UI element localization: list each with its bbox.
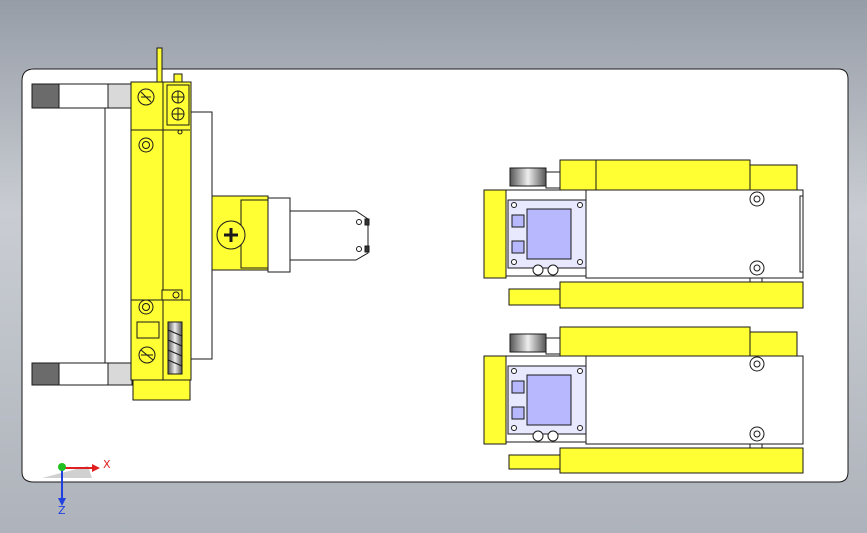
sensor-module-top[interactable] — [483, 159, 804, 309]
spring-icon — [509, 333, 547, 353]
z-axis-arrow-icon — [58, 498, 66, 506]
sensor-module-bottom[interactable] — [483, 326, 804, 474]
y-axis-sphere-icon — [58, 463, 66, 471]
x-axis-arrow-icon — [92, 464, 100, 472]
left-clamp-assembly[interactable] — [31, 47, 370, 401]
spring-icon — [167, 321, 183, 375]
coordinate-triad: X Z — [42, 458, 111, 517]
sensor-window — [526, 208, 572, 260]
push-rod — [289, 210, 369, 261]
probe-pin — [156, 47, 163, 85]
sensor-window — [526, 374, 572, 426]
back-plate — [189, 111, 213, 360]
z-axis-label: Z — [58, 504, 66, 517]
spring-icon — [509, 167, 547, 187]
x-axis-label: X — [103, 458, 111, 471]
